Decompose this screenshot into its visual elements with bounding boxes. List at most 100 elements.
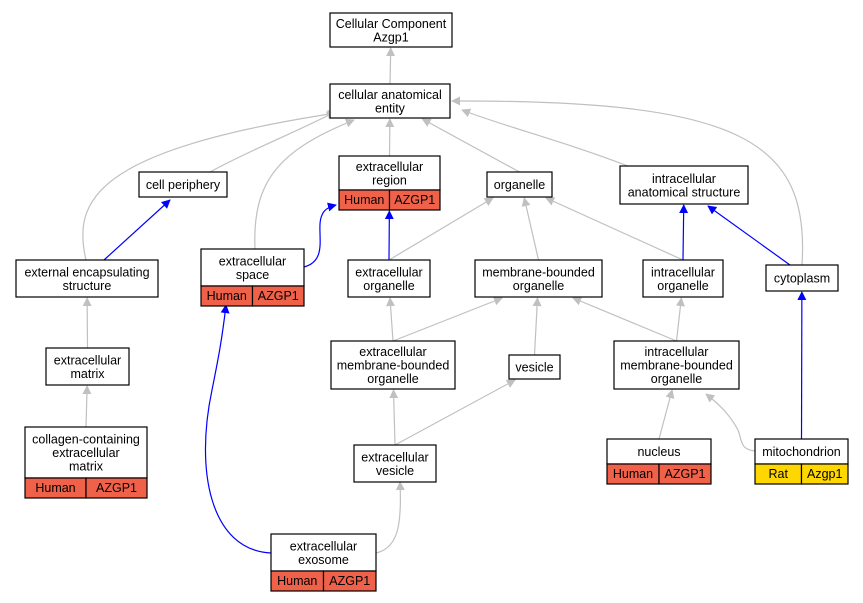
annotation-species: Rat xyxy=(769,467,789,481)
node-label-line: membrane-bounded xyxy=(337,359,450,373)
annotation-gene: AZGP1 xyxy=(665,467,706,481)
node-label-line: cell periphery xyxy=(146,178,221,192)
annotation-gene: AZGP1 xyxy=(258,289,299,303)
node-box xyxy=(486,171,553,198)
annotation-gene: AZGP1 xyxy=(329,574,370,588)
edge-extracellular-space-to-extracellular-region xyxy=(303,202,337,268)
annotation-gene-cell xyxy=(251,285,305,307)
annotation-species: Human xyxy=(344,193,384,207)
node-label-line: exosome xyxy=(298,553,349,567)
edge-cell-periphery-to-cae xyxy=(209,111,336,173)
node-box xyxy=(330,340,456,390)
edge-nucleus-to-intracellular-mbo xyxy=(658,389,675,440)
edge-external-encapsulating-structure-to-cell-periphery xyxy=(103,199,171,261)
node-box xyxy=(606,438,712,465)
annotation-species: Human xyxy=(613,467,653,481)
node-label-line: matrix xyxy=(70,367,105,381)
edges-layer xyxy=(82,47,807,554)
edge-intracellular-mbo-to-membrane-bounded-organelle xyxy=(572,296,677,342)
node-label-line: extracellular xyxy=(219,254,286,268)
edge-intracellular-organelle-to-organelle xyxy=(545,197,684,261)
node-collagen-ecm[interactable]: collagen-containingextracellularmatrixHu… xyxy=(24,426,148,499)
node-box xyxy=(45,347,130,386)
node-label-line: vesicle xyxy=(515,361,553,375)
edge-organelle-to-cae xyxy=(421,118,520,173)
edge-external-encapsulating-structure-to-cae xyxy=(82,109,337,261)
node-label-line: organelle xyxy=(651,372,702,386)
annotation-species: Human xyxy=(207,289,247,303)
node-label-line: extracellular xyxy=(52,446,119,460)
node-box xyxy=(347,259,431,298)
edge-intracellular-mbo-to-intracellular-organelle xyxy=(675,297,685,342)
node-label-line: organelle xyxy=(367,372,418,386)
node-box xyxy=(329,12,453,48)
node-label-line: organelle xyxy=(513,279,564,293)
node-box xyxy=(15,259,159,298)
edge-extracellular-organelle-to-organelle xyxy=(388,197,494,261)
node-label-line: organelle xyxy=(494,178,545,192)
node-organelle[interactable]: organelle xyxy=(486,171,553,198)
annotation-gene-cell xyxy=(658,463,712,485)
node-label-line: membrane-bounded xyxy=(620,359,733,373)
edge-collagen-ecm-to-extracellular-matrix xyxy=(82,385,92,428)
node-label-line: extracellular xyxy=(54,353,121,367)
node-box xyxy=(613,340,740,390)
node-label-line: extracellular xyxy=(361,450,428,464)
edge-extracellular-vesicle-to-extracellular-mbo xyxy=(389,389,399,446)
annotation-gene-cell xyxy=(322,570,377,592)
node-box xyxy=(329,83,451,119)
node-box xyxy=(338,155,441,191)
node-label-line: extracellular xyxy=(290,539,357,553)
node-vesicle[interactable]: vesicle xyxy=(508,354,561,380)
node-box xyxy=(765,264,839,292)
edge-cytoplasm-to-intracellular-anatomical-structure xyxy=(707,205,791,266)
annotation-gene: Azgp1 xyxy=(807,467,842,481)
node-box xyxy=(200,248,305,287)
node-box xyxy=(642,259,724,298)
node-cell-periphery[interactable]: cell periphery xyxy=(138,171,228,198)
node-label-line: extracellular xyxy=(359,345,426,359)
node-box xyxy=(353,444,437,483)
edge-extracellular-vesicle-to-vesicle xyxy=(394,379,516,446)
edge-extracellular-exosome-to-extracellular-vesicle xyxy=(375,481,405,554)
node-label-line: matrix xyxy=(69,460,104,474)
edge-extracellular-space-to-cae xyxy=(254,118,355,250)
node-label-line: organelle xyxy=(657,279,708,293)
annotation-gene: AZGP1 xyxy=(96,481,137,495)
annotation-gene-cell xyxy=(85,477,148,499)
node-label-line: organelle xyxy=(363,279,414,293)
node-cytoplasm[interactable]: cytoplasm xyxy=(765,264,839,292)
edge-extracellular-mbo-to-membrane-bounded-organelle xyxy=(392,296,503,342)
node-label-line: cellular anatomical xyxy=(338,88,442,102)
node-label-line: mitochondrion xyxy=(762,445,841,459)
node-label-line: region xyxy=(372,173,407,187)
edge-cytoplasm-to-cae xyxy=(451,96,804,266)
annotation-gene: AZGP1 xyxy=(394,193,435,207)
annotation-gene-cell xyxy=(388,189,441,211)
edge-cae-to-root xyxy=(386,47,396,85)
node-label-line: entity xyxy=(375,101,406,115)
node-box xyxy=(270,533,377,572)
node-box xyxy=(508,354,561,380)
node-label-line: intracellular xyxy=(652,172,716,186)
edge-intracellular-organelle-to-intracellular-anatomical-structure xyxy=(679,204,689,261)
edge-intracellular-anatomical-structure-to-cae xyxy=(461,108,629,167)
